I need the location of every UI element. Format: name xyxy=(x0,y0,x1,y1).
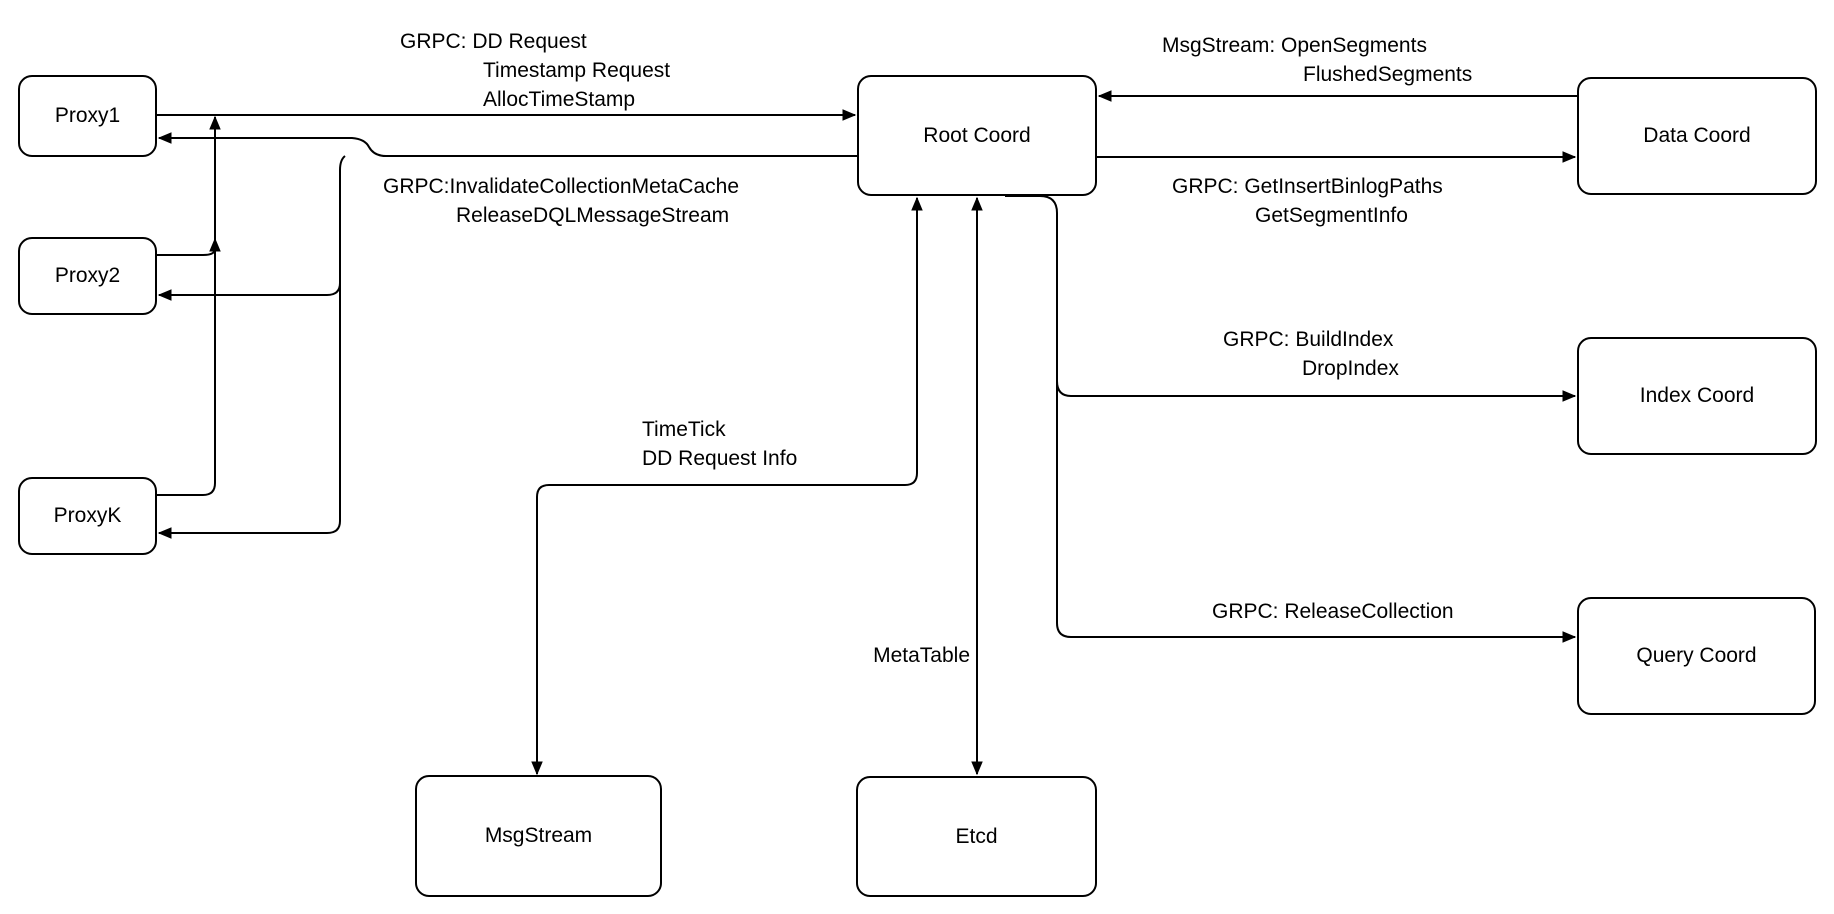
label-grpc-getinsertbinlogpaths: GRPC: GetInsertBinlogPaths GetSegmentInf… xyxy=(1172,172,1443,230)
label-line: MsgStream: OpenSegments xyxy=(1162,34,1427,57)
label-timetick: TimeTick DD Request Info xyxy=(642,415,797,473)
edge-rootcoord-to-proxy1 xyxy=(157,132,857,157)
node-etcd[interactable]: Etcd xyxy=(856,776,1097,897)
label-line: MetaTable xyxy=(873,644,970,667)
node-data-coord[interactable]: Data Coord xyxy=(1577,77,1817,195)
edge-rootcoord-to-indexcoord xyxy=(1056,380,1577,402)
label-line: TimeTick xyxy=(642,418,726,441)
node-root-coord[interactable]: Root Coord xyxy=(857,75,1097,196)
label-line: GetSegmentInfo xyxy=(1255,204,1408,227)
label-line: DD Request Info xyxy=(642,447,798,470)
label-line: AllocTimeStamp xyxy=(483,88,636,111)
label-line: GRPC: GetInsertBinlogPaths xyxy=(1172,175,1443,198)
edge-msgstream-to-rootcoord xyxy=(720,196,923,486)
edge-rootcoord-to-querycoord xyxy=(1005,195,1577,643)
label-metatable: MetaTable xyxy=(828,641,970,670)
label-grpc-releasecollection: GRPC: ReleaseCollection xyxy=(1212,597,1454,626)
label-grpc-dd-request: GRPC: DD Request Timestamp Request Alloc… xyxy=(400,27,670,114)
edge-rootcoord-to-proxyk xyxy=(157,155,346,539)
node-proxy1[interactable]: Proxy1 xyxy=(18,75,157,157)
label-msgstream-opensegments: MsgStream: OpenSegments FlushedSegments xyxy=(1162,31,1472,89)
label-grpc-invalidate: GRPC:InvalidateCollectionMetaCache Relea… xyxy=(383,172,739,230)
label-line: Timestamp Request xyxy=(483,59,671,82)
edge-proxyk-merge-up xyxy=(157,115,221,496)
edge-rootcoord-to-proxy2 xyxy=(157,282,341,301)
edge-proxy2-merge-up xyxy=(157,237,221,256)
node-query-coord[interactable]: Query Coord xyxy=(1577,597,1816,715)
label-grpc-buildindex: GRPC: BuildIndex DropIndex xyxy=(1223,325,1399,383)
label-line: GRPC: BuildIndex xyxy=(1223,328,1394,351)
node-index-coord[interactable]: Index Coord xyxy=(1577,337,1817,455)
label-line: FlushedSegments xyxy=(1303,63,1473,86)
label-line: GRPC: ReleaseCollection xyxy=(1212,600,1454,623)
label-line: GRPC:InvalidateCollectionMetaCache xyxy=(383,175,740,198)
node-proxy2[interactable]: Proxy2 xyxy=(18,237,157,315)
label-line: GRPC: DD Request xyxy=(400,30,587,53)
edge-rootcoord-to-msgstream xyxy=(531,484,905,776)
node-proxyk[interactable]: ProxyK xyxy=(18,477,157,555)
label-line: ReleaseDQLMessageStream xyxy=(456,204,730,227)
label-line: DropIndex xyxy=(1302,357,1399,380)
node-msgstream[interactable]: MsgStream xyxy=(415,775,662,897)
